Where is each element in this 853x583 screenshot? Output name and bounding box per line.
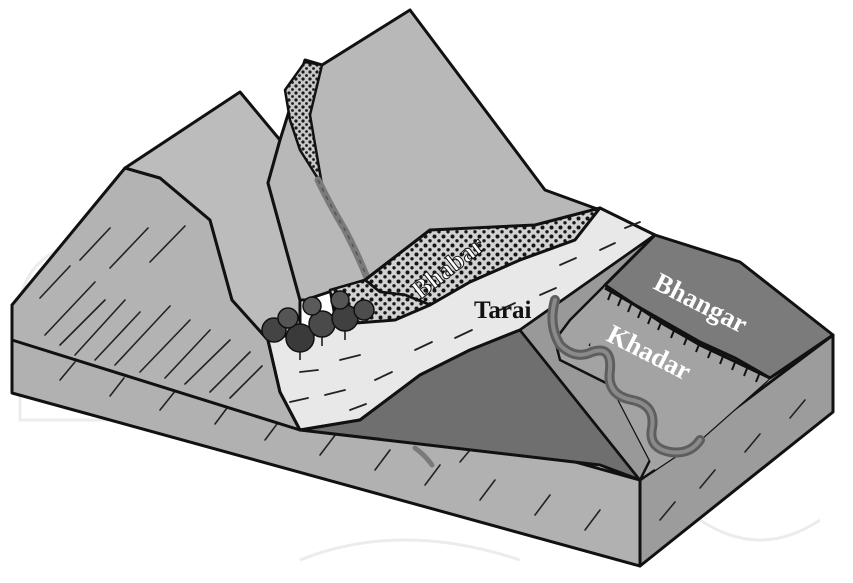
label-tarai: Tarai xyxy=(474,297,531,324)
